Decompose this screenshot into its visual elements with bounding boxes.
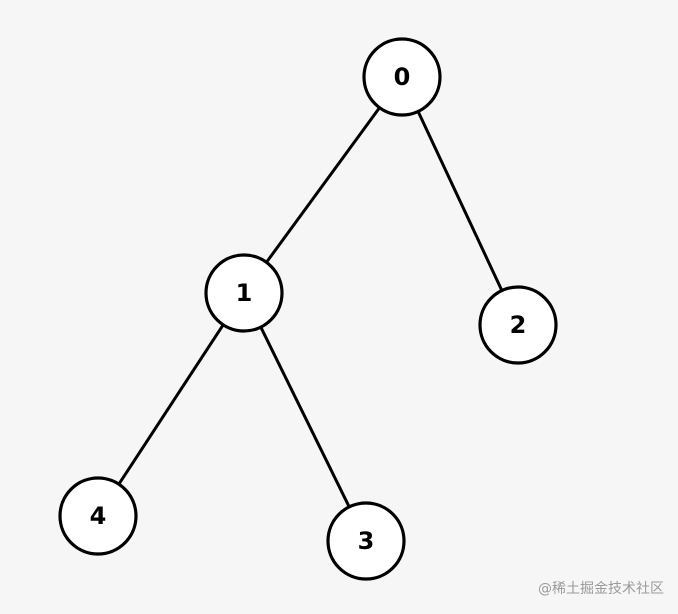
edge-1-3 — [259, 325, 351, 509]
node-label: 1 — [236, 279, 253, 307]
node-1: 1 — [204, 253, 284, 333]
watermark: @稀土掘金技术社区 — [538, 581, 664, 597]
node-circle — [204, 253, 284, 333]
node-label: 2 — [510, 311, 527, 339]
node-label: 0 — [394, 63, 411, 91]
node-circle — [326, 501, 406, 581]
edge-0-1 — [264, 106, 382, 264]
node-4: 4 — [58, 476, 138, 556]
node-circle — [58, 476, 138, 556]
node-circle — [362, 37, 442, 117]
node-label: 4 — [90, 502, 107, 530]
edge-1-4 — [117, 323, 225, 486]
node-0: 0 — [362, 37, 442, 117]
edge-0-2 — [416, 109, 504, 293]
node-label: 3 — [358, 527, 375, 555]
node-circle — [478, 285, 558, 365]
node-2: 2 — [478, 285, 558, 365]
node-3: 3 — [326, 501, 406, 581]
